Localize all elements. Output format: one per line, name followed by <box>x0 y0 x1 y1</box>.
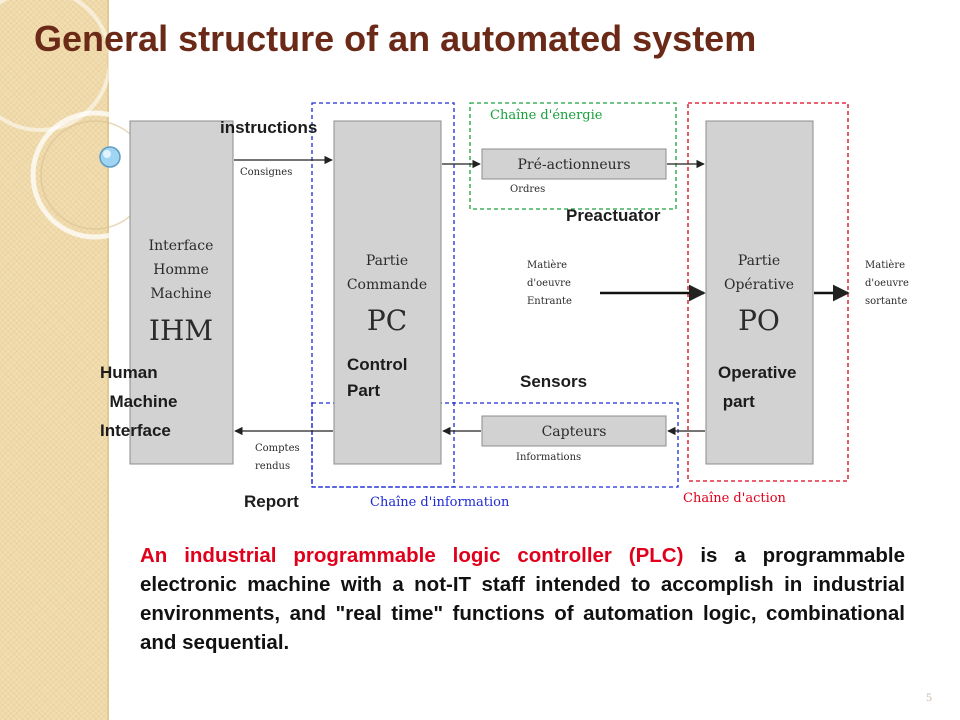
plc-definition-highlight: An industrial programmable logic control… <box>140 544 684 567</box>
input-material-line2: d'oeuvre <box>527 278 571 289</box>
po-abbr: PO <box>738 304 780 337</box>
preactuator-annotation: Preactuator <box>566 206 661 225</box>
automation-structure-diagram: Interface Homme Machine IHM Partie Comma… <box>129 102 909 510</box>
energy-chain-frame <box>469 102 677 210</box>
ihm-line2: Homme <box>153 262 208 278</box>
decorative-rings <box>0 0 160 240</box>
capteurs-label: Capteurs <box>542 424 607 440</box>
operative-part-annotation: Operative part <box>718 363 797 411</box>
comptes-label-2: rendus <box>255 461 290 472</box>
report-annotation: Report <box>244 492 299 511</box>
pc-line2: Commande <box>347 277 427 293</box>
human-machine-interface-annotation: Human Machine Interface <box>100 363 178 440</box>
energy-chain-title: Chaîne d'énergie <box>490 108 603 123</box>
pc-abbr: PC <box>367 304 407 337</box>
output-material-line1: Matière <box>865 260 905 271</box>
control-part-annotation: Control Part <box>347 355 408 400</box>
preactionneurs-block <box>481 148 667 180</box>
informations-label: Informations <box>516 452 581 463</box>
action-chain-title: Chaîne d'action <box>683 491 787 506</box>
strip-border <box>107 0 109 720</box>
output-material-line2: d'oeuvre <box>865 278 909 289</box>
preactionneurs-label: Pré-actionneurs <box>517 157 630 173</box>
po-line1: Partie <box>738 253 780 269</box>
ihm-abbr: IHM <box>149 314 213 347</box>
bullet-dot-highlight <box>103 150 111 158</box>
pc-block <box>333 120 442 465</box>
consignes-label: Consignes <box>240 167 292 178</box>
ihm-block <box>129 120 234 465</box>
po-line2: Opérative <box>724 277 794 293</box>
slide-title: General structure of an automated system <box>34 18 757 59</box>
instructions-annotation: instructions <box>220 118 318 137</box>
action-chain-frame <box>687 102 849 482</box>
page-number: 5 <box>926 690 932 704</box>
ihm-line3: Machine <box>150 286 211 302</box>
capteurs-block <box>481 415 667 447</box>
po-block <box>705 120 814 465</box>
input-material-line1: Matière <box>527 260 567 271</box>
information-chain-title: Chaîne d'information <box>370 495 510 510</box>
input-material-line3: Entrante <box>527 296 572 307</box>
left-decorative-strip <box>0 0 107 720</box>
ihm-line1: Interface <box>149 238 214 254</box>
plc-definition-text: is a programmable electronic machine wit… <box>140 544 906 654</box>
plc-definition-paragraph: An industrial programmable logic control… <box>140 541 905 657</box>
ring-top <box>0 0 112 132</box>
comptes-label-1: Comptes <box>255 443 300 454</box>
output-material-line3: sortante <box>865 296 907 307</box>
pc-line1: Partie <box>366 253 408 269</box>
ordres-label: Ordres <box>510 184 545 195</box>
information-chain-lower-frame <box>311 402 679 488</box>
sensors-annotation: Sensors <box>520 372 588 391</box>
